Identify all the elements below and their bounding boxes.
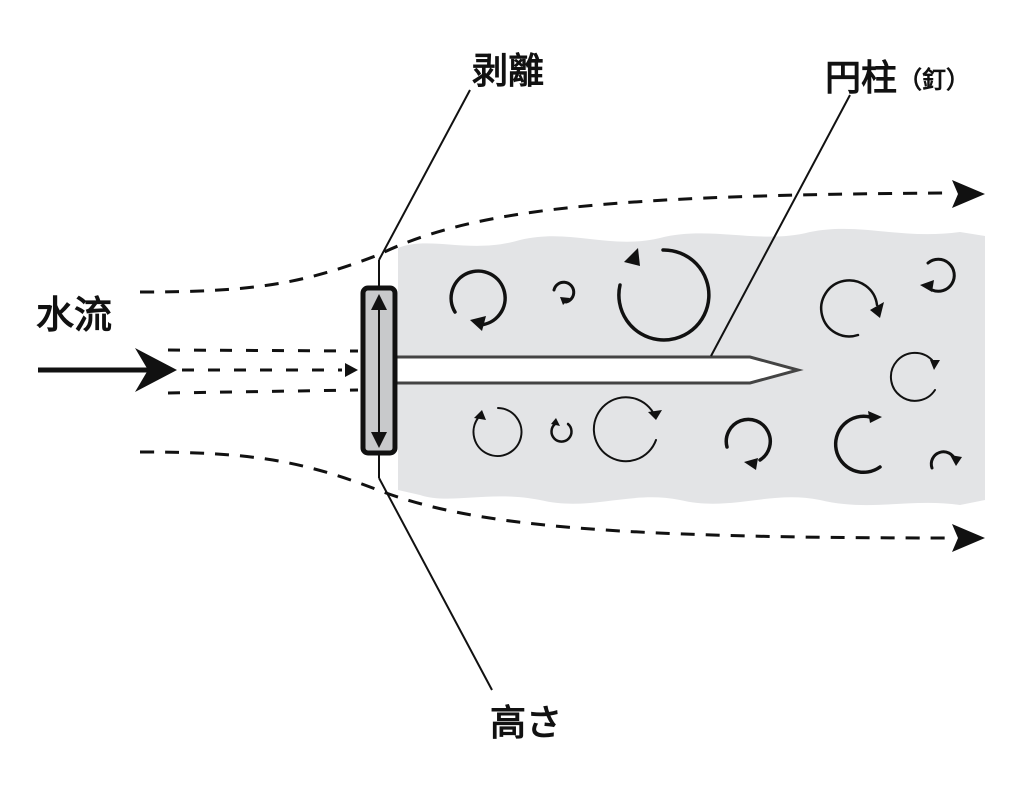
eddy-arrow-icon (950, 455, 962, 466)
eddy-icon (617, 248, 711, 342)
streamline-inner-top (167, 348, 359, 353)
eddy-arrow-icon (868, 411, 882, 423)
eddy-arrow-icon (648, 410, 662, 420)
eddy-arrow-icon (744, 458, 758, 470)
cylinder-nail (393, 355, 804, 385)
eddy-arrow-icon (551, 418, 560, 426)
eddy-arrow-icon (870, 302, 884, 318)
eddy-arrow-icon (920, 280, 934, 292)
streamline-inner-bottom (167, 388, 359, 395)
eddy-icon (472, 407, 523, 457)
inner-arrowhead-icon (345, 363, 358, 377)
label-cylinder-note: （釘） (898, 66, 970, 94)
eddy-icon (724, 417, 772, 462)
label-separation: 剥離 (472, 51, 544, 92)
eddy-icon (550, 422, 573, 443)
leader-height-diag (378, 477, 493, 691)
eddy-arrow-icon (470, 316, 486, 331)
eddy-arrow-icon (560, 297, 570, 305)
leader-cylinder (710, 94, 851, 357)
arrowhead-upper-icon (952, 180, 985, 208)
water-flow-arrowhead-icon (135, 348, 177, 392)
label-water-flow: 水流 (36, 293, 112, 337)
eddy-arrow-icon (474, 410, 486, 420)
eddy-icon (819, 279, 879, 338)
leader-separation (378, 89, 471, 261)
height-arrow-down-icon (371, 432, 387, 448)
eddy-icon (552, 280, 576, 304)
eddy-icon (592, 396, 657, 463)
eddy-arrow-icon (930, 360, 940, 370)
streamline-upper (139, 191, 951, 294)
eddies (449, 248, 962, 475)
label-cylinder: 円柱 (825, 58, 897, 99)
eddy-icon (926, 257, 956, 293)
eddy-arrow-icon (624, 248, 640, 266)
arrowhead-lower-icon (952, 524, 985, 552)
eddy-icon (449, 269, 507, 327)
label-height: 高さ (490, 703, 562, 744)
eddy-icon (833, 414, 882, 475)
eddy-icon (889, 351, 936, 402)
streamline-lower (139, 450, 951, 540)
height-arrow-up-icon (371, 294, 387, 310)
